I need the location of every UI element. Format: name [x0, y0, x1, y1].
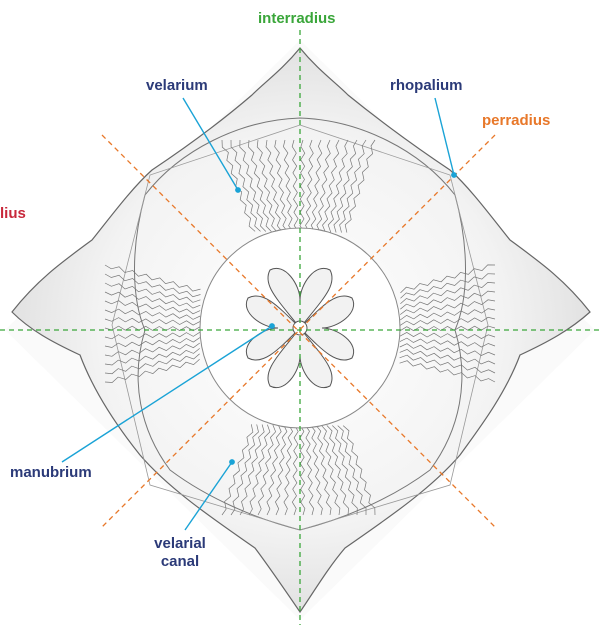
velarial-canal-stroke — [104, 348, 200, 366]
velarial-canal-stroke — [230, 424, 259, 516]
velarial-canal-stroke — [400, 264, 496, 294]
pointer-lines — [61, 97, 457, 531]
velarial-canal-stroke — [104, 291, 201, 309]
velarial-canal-stroke — [399, 360, 496, 383]
velarial-canal-stroke — [291, 424, 299, 516]
velarial-canal-stroke — [333, 139, 358, 233]
velarial-canal-stroke — [230, 139, 261, 232]
velarial-canal-stroke — [310, 139, 323, 233]
velarial-canal-stroke — [327, 139, 349, 233]
manubrium-drawing — [245, 267, 355, 389]
velarial-canal-stroke — [316, 139, 331, 233]
velarial-canal-stroke — [305, 139, 314, 233]
velarial-canal-stroke — [266, 424, 282, 516]
velarial-canal-stroke — [326, 425, 349, 516]
velarial-canal-stroke — [299, 424, 306, 516]
velarial-canal-stroke — [400, 273, 496, 299]
velarial-canal-stroke — [400, 282, 496, 305]
velarial-canal-stroke — [399, 308, 496, 321]
velarial-canal-stroke — [265, 139, 283, 232]
velarial-canal-stroke — [399, 354, 496, 374]
velarial-canal-stroke — [274, 139, 288, 233]
velarial-canal-stroke — [315, 425, 332, 516]
velarial-canal-label: velarial canal — [145, 535, 215, 571]
perradius-diagonal-line-b — [101, 134, 496, 528]
perradius-diagonal-line-a — [101, 134, 496, 528]
velarial-canal-stroke — [256, 139, 278, 232]
velarial-canal-stroke — [342, 425, 376, 516]
velarial-canal-stroke — [399, 331, 496, 340]
velarial-canal-stroke — [291, 139, 299, 233]
perradius-label: perradius — [482, 112, 551, 129]
velarial-canal-stroke — [344, 139, 376, 233]
velarial-canal-stroke — [104, 300, 201, 315]
velarial-canal-stroke — [399, 316, 496, 326]
velarial-canal-stroke — [283, 139, 294, 233]
interradius-axes — [0, 30, 602, 625]
manubrium-label: manubrium — [10, 464, 92, 481]
manubrium-pointer — [61, 325, 273, 463]
velarial-canal-stroke — [332, 425, 358, 516]
interradius-label: interradius — [258, 10, 336, 27]
velarial-canal-stroke — [399, 299, 496, 315]
velarial-canal-stroke — [399, 343, 496, 357]
velarial-canal-stroke — [104, 273, 201, 298]
velarium-pointer — [182, 97, 239, 191]
velarial-canal-stroke — [399, 337, 496, 348]
velarial-canal-label-line1: velarial — [154, 535, 206, 552]
velarial-canal-stroke — [104, 358, 200, 383]
velarial-canal-stroke — [221, 424, 254, 516]
rhopalium-label: rhopalium — [390, 77, 463, 94]
velarial-canal-stroke — [322, 139, 340, 233]
velarial-canal-stroke — [399, 325, 496, 332]
velarial-canal-stroke — [283, 424, 294, 516]
adradius-label: lius — [0, 205, 26, 222]
velarium-label: velarium — [146, 77, 208, 94]
velarial-canal-stroke — [274, 424, 288, 516]
velarial-canal-stroke — [104, 325, 201, 332]
velarial-canal-stroke — [310, 424, 323, 516]
velarial-canal-stroke — [104, 353, 200, 375]
velarial-canal-stroke — [239, 139, 267, 232]
velarial-canal-stroke — [104, 282, 201, 303]
velarial-canals — [104, 139, 496, 516]
velarial-canal-stroke — [248, 139, 272, 232]
velarial-canal-stroke — [104, 308, 201, 320]
velarial-canal-stroke — [104, 337, 201, 348]
velarial-canal-stroke — [257, 424, 277, 516]
velarial-canal-stroke — [248, 424, 271, 516]
velarial-canal-stroke — [339, 139, 367, 233]
velarial-canal-stroke — [104, 264, 201, 292]
velarial-canal-stroke — [104, 317, 201, 326]
velarial-canal-stroke — [400, 290, 496, 310]
velarial-canal-label-line2: canal — [160, 553, 200, 570]
rhopalium-pointer — [434, 97, 455, 176]
velarial-canal-pointer — [184, 461, 233, 531]
velarial-canal-stroke — [321, 425, 341, 516]
velarial-canal-stroke — [304, 424, 315, 516]
velarial-canal-stroke — [104, 331, 201, 340]
velarial-canal-stroke — [399, 348, 496, 365]
velarial-canal-stroke — [337, 425, 367, 515]
velarial-canal-stroke — [239, 424, 265, 516]
perradius-axes — [101, 134, 496, 528]
velarial-canal-stroke — [104, 342, 201, 357]
